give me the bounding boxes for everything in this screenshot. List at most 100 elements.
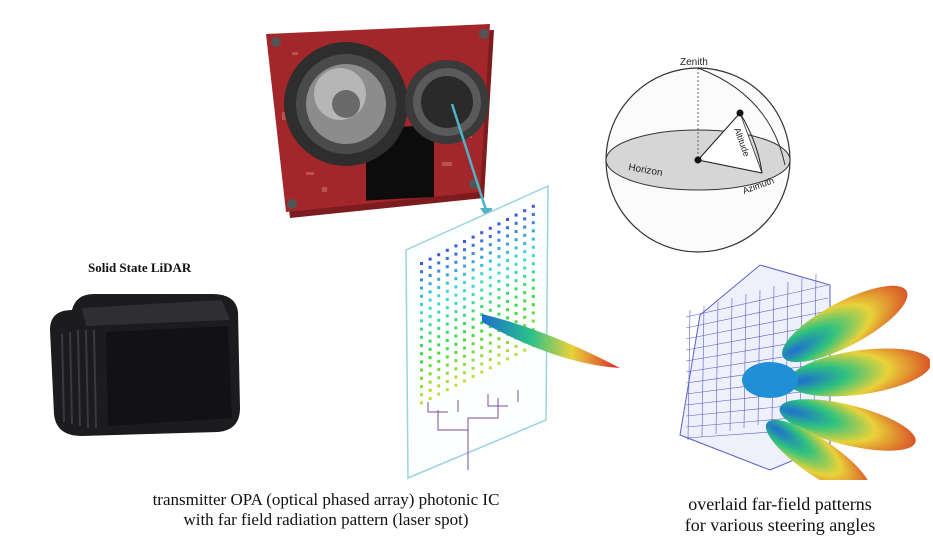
opa-emitter — [471, 260, 475, 264]
opa-emitter — [445, 347, 449, 351]
opa-emitter — [531, 319, 535, 323]
opa-emitter — [471, 317, 475, 321]
opa-emitter — [480, 239, 484, 243]
opa-emitter — [428, 364, 432, 368]
opa-emitter — [480, 346, 484, 349]
opa-emitter — [488, 325, 492, 329]
opa-emitter — [437, 359, 441, 363]
opa-emitter — [506, 267, 509, 271]
opa-emitter — [420, 376, 423, 380]
opa-emitter — [480, 370, 484, 374]
opa-emitter — [480, 231, 484, 235]
opa-emitter — [497, 337, 501, 341]
opa-emitter — [506, 234, 509, 238]
opa-emitter — [463, 346, 466, 350]
opa-emitter — [523, 258, 527, 262]
opa-emitter — [428, 356, 432, 359]
opa-emitter — [445, 371, 449, 375]
opa-emitter — [454, 310, 458, 313]
farfield-caption-line2: for various steering angles — [684, 515, 876, 535]
opa-emitter — [480, 255, 484, 259]
opa-emitter — [514, 295, 518, 299]
opa-emitter — [437, 253, 441, 257]
opa-emitter — [471, 358, 475, 362]
opa-emitter — [454, 383, 458, 387]
opa-emitter — [445, 380, 449, 383]
opa-emitter — [420, 344, 423, 347]
opa-emitter — [471, 301, 475, 305]
farfield-caption: overlaid far-field patterns for various … — [660, 494, 900, 536]
opa-emitter — [471, 325, 475, 329]
far-field-lobes-illustration — [679, 264, 930, 480]
opa-emitter — [497, 279, 501, 283]
opa-emitter — [531, 295, 535, 298]
opa-emitter — [497, 238, 501, 242]
celestial-sphere-diagram: Zenith Altitude Horizon Azimuth — [605, 57, 791, 253]
opa-emitter — [488, 251, 492, 255]
opa-emitter — [463, 313, 466, 317]
opa-emitter — [420, 352, 423, 356]
opa-emitter — [531, 311, 535, 315]
opa-emitter — [437, 343, 441, 347]
opa-emitter — [420, 262, 423, 265]
opa-emitter — [437, 335, 441, 339]
camera-lens-right — [405, 60, 489, 144]
opa-emitter — [463, 281, 466, 284]
opa-emitter — [420, 327, 423, 331]
camera-lens-left — [284, 42, 408, 166]
lidar-device — [50, 294, 240, 436]
opa-emitter — [497, 296, 501, 300]
opa-emitter — [514, 230, 518, 233]
opa-emitter — [523, 299, 527, 303]
opa-emitter — [428, 347, 432, 351]
opa-emitter — [497, 271, 501, 275]
opa-emitter — [497, 222, 501, 226]
opa-emitter — [480, 296, 484, 300]
opa-emitter — [506, 259, 509, 262]
opa-emitter — [531, 213, 535, 216]
opa-emitter — [488, 333, 492, 337]
opa-emitter — [445, 273, 449, 277]
opa-emitter — [420, 368, 423, 372]
opa-emitter — [463, 264, 466, 268]
opa-emitter — [497, 247, 501, 250]
opa-emitter — [514, 303, 518, 307]
opa-emitter — [531, 254, 535, 257]
opa-emitter — [506, 226, 509, 230]
opa-emitter — [437, 384, 441, 388]
opa-emitter — [514, 246, 518, 250]
opa-emitter — [506, 349, 509, 353]
opa-emitter — [428, 380, 432, 384]
opa-emitter — [480, 305, 484, 308]
opa-emitter — [420, 385, 423, 388]
camera-pcb-illustration — [266, 24, 494, 218]
opa-emitter — [437, 269, 441, 273]
opa-emitter — [420, 270, 423, 274]
opa-emitter — [523, 225, 527, 229]
opa-emitter — [531, 204, 535, 208]
opa-emitter — [428, 306, 432, 310]
opa-emitter — [437, 392, 441, 396]
opa-emitter — [463, 297, 466, 301]
opa-emitter — [420, 401, 423, 405]
opa-emitter — [471, 350, 475, 354]
opa-emitter — [497, 353, 501, 357]
lidar-label: Solid State LiDAR — [88, 260, 192, 275]
opa-emitter — [463, 305, 466, 309]
opa-emitter — [523, 250, 527, 254]
opa-emitter — [445, 298, 449, 301]
opa-emitter — [488, 300, 492, 304]
opa-emitter — [454, 334, 458, 338]
opa-emitter — [437, 261, 441, 265]
opa-emitter — [454, 244, 458, 248]
opa-emitter — [488, 235, 492, 238]
opa-emitter — [454, 375, 458, 379]
opa-emitter — [471, 276, 475, 280]
opa-emitter — [480, 272, 484, 276]
opa-emitter — [437, 302, 441, 306]
opa-emitter — [531, 229, 535, 233]
opa-emitter — [506, 250, 509, 254]
opa-emitter — [514, 320, 518, 324]
opa-emitter — [420, 360, 423, 364]
opa-emitter — [454, 359, 458, 363]
